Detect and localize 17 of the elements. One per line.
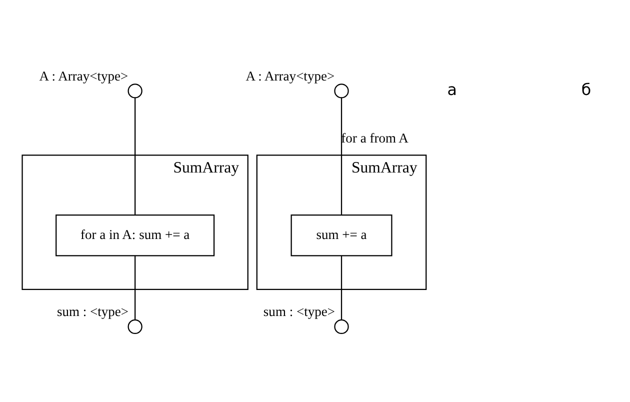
node-label: sum : <type> [263, 304, 335, 319]
node-circle [128, 318, 142, 334]
connector [340, 97, 342, 214]
node-box: for a in A: sum += a [56, 214, 215, 256]
node-circle [128, 83, 142, 98]
connector [134, 255, 136, 320]
node-label: A : Array<type> [39, 68, 128, 83]
edge-label: for a from A [341, 130, 408, 145]
node-circle [334, 83, 349, 98]
node-box: sum += a [290, 214, 392, 256]
node-circle [334, 318, 349, 334]
connector [340, 255, 342, 320]
node-label: A : Array<type> [246, 68, 335, 83]
label: б [581, 80, 592, 99]
connector [134, 97, 136, 214]
node-label: sum : <type> [56, 304, 129, 319]
label: а [447, 80, 457, 99]
